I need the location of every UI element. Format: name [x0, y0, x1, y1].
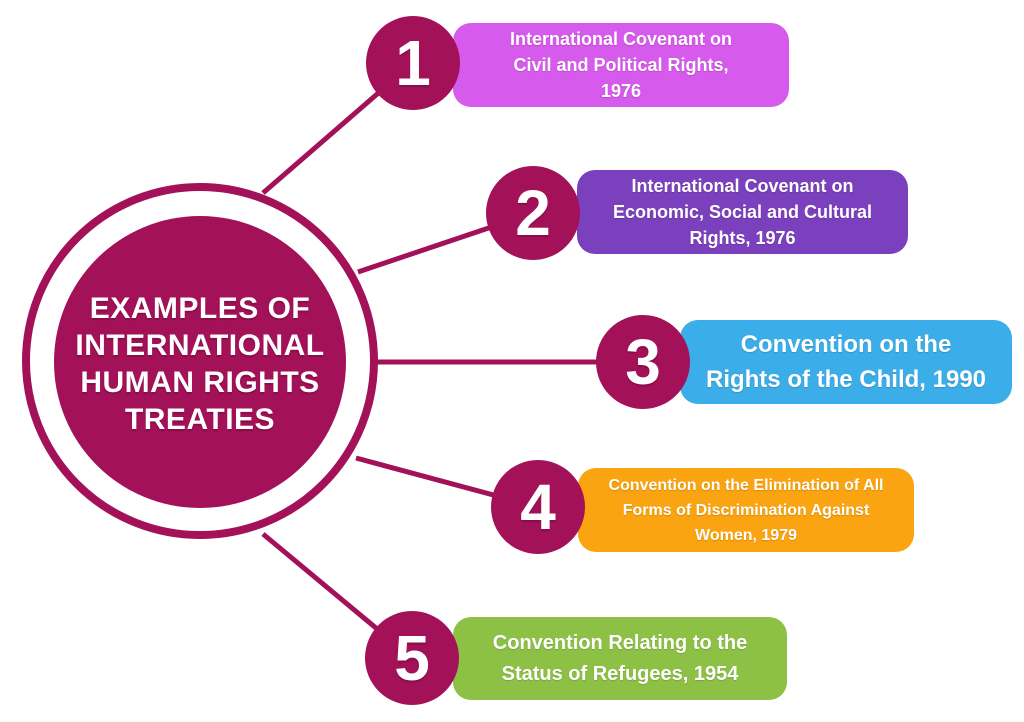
treaty-card-1-label: 1976	[600, 81, 642, 101]
treaty-node-1-number: 1	[395, 27, 431, 99]
treaty-node-2-number: 2	[515, 177, 551, 249]
treaty-card-4: Convention on the Elimination of All For…	[578, 468, 914, 552]
hub-title: EXAMPLES OF INTERNATIONAL HUMAN RIGHTS T…	[55, 290, 345, 438]
treaty-card-3: Convention on the Rights of the Child, 1…	[680, 320, 1012, 404]
treaty-card-5: Convention Relating to the Status of Ref…	[453, 617, 787, 700]
hub-inner-circle	[54, 216, 346, 508]
treaty-card-3-label: Convention on the	[740, 331, 952, 358]
treaty-card-2-label: Rights, 1976	[689, 228, 796, 248]
hub-title-line: INTERNATIONAL	[75, 329, 325, 362]
hub-title-line: TREATIES	[124, 403, 276, 436]
treaty-card-4-label: Convention on the Elimination of All	[608, 476, 884, 494]
treaty-card-1-label: Civil and Political Rights,	[513, 55, 729, 75]
treaty-card-4-label: Women, 1979	[695, 526, 797, 544]
treaty-card-2-label: Economic, Social and Cultural	[612, 202, 873, 222]
treaty-node-4-number: 4	[520, 471, 556, 543]
treaty-node-4: 4	[491, 460, 585, 554]
treaty-node-3: 3	[596, 315, 690, 409]
treaty-node-3-number: 3	[625, 326, 661, 398]
treaty-card-5-label: Convention Relating to the	[492, 631, 748, 654]
hub-title-line: HUMAN RIGHTS	[80, 366, 320, 399]
treaty-card-4-label: Forms of Discrimination Against	[622, 501, 870, 519]
treaty-card-2: International Covenant on Economic, Soci…	[577, 170, 908, 254]
treaty-card-1-label: International Covenant on	[509, 29, 732, 49]
treaty-card-2-label: International Covenant on	[631, 176, 854, 196]
hub-title-line: EXAMPLES OF	[89, 292, 311, 325]
treaty-node-5-number: 5	[394, 622, 430, 694]
treaty-node-5: 5	[365, 611, 459, 705]
treaty-card-1: International Covenant on Civil and Poli…	[453, 23, 789, 107]
treaty-node-1: 1	[366, 16, 460, 110]
treaty-card-5-label: Status of Refugees, 1954	[501, 662, 739, 685]
treaty-card-3-label: Rights of the Child, 1990	[705, 366, 987, 393]
treaty-node-2: 2	[486, 166, 580, 260]
